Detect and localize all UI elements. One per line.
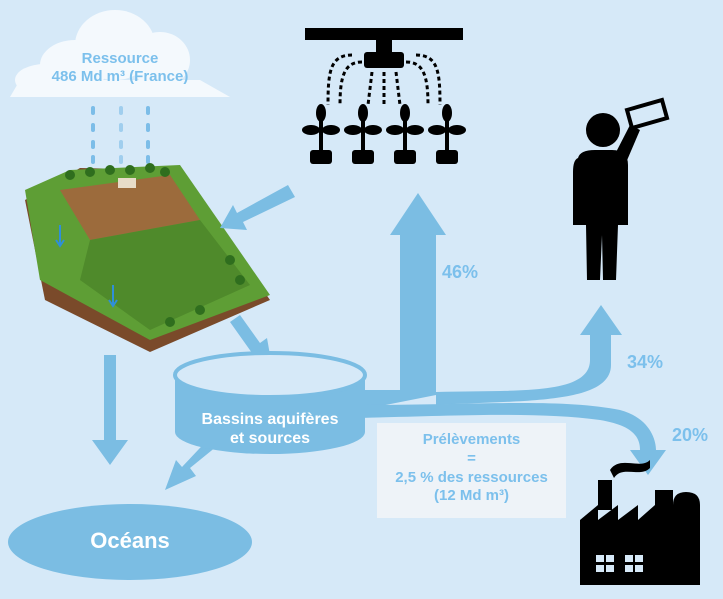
withdrawals-title: Prélèvements [422, 431, 521, 448]
withdrawals-share: 2,5 % des ressources [395, 468, 548, 486]
resource-label: Ressource 486 Md m³ (France) [20, 50, 220, 86]
person-drinking-icon [573, 97, 670, 280]
irrigation-icon [302, 28, 466, 164]
resource-title: Ressource [81, 50, 159, 67]
withdrawals-box: Prélèvements = 2,5 % des ressources (12 … [377, 423, 566, 518]
basin-label-line1: Bassins aquifères [201, 411, 339, 428]
basin-label-line2: et sources [229, 430, 311, 448]
ocean-label: Océans [90, 528, 170, 553]
factory-icon [580, 460, 700, 585]
industry-percentage: 20% [671, 425, 709, 445]
withdrawals-equals: = [467, 449, 476, 467]
resource-amount: 486 Md m³ (France) [51, 68, 189, 85]
landscape-icon [25, 163, 270, 352]
basin-cylinder [173, 351, 367, 454]
ocean-ellipse [8, 504, 252, 580]
withdrawals-volume: (12 Md m³) [434, 487, 509, 505]
rain-icon [91, 106, 150, 164]
basin-label: Bassins aquifères et sources [190, 410, 350, 448]
agriculture-percentage: 46% [441, 262, 479, 282]
drinking-percentage: 34% [626, 352, 664, 372]
cloud-icon [10, 10, 230, 97]
